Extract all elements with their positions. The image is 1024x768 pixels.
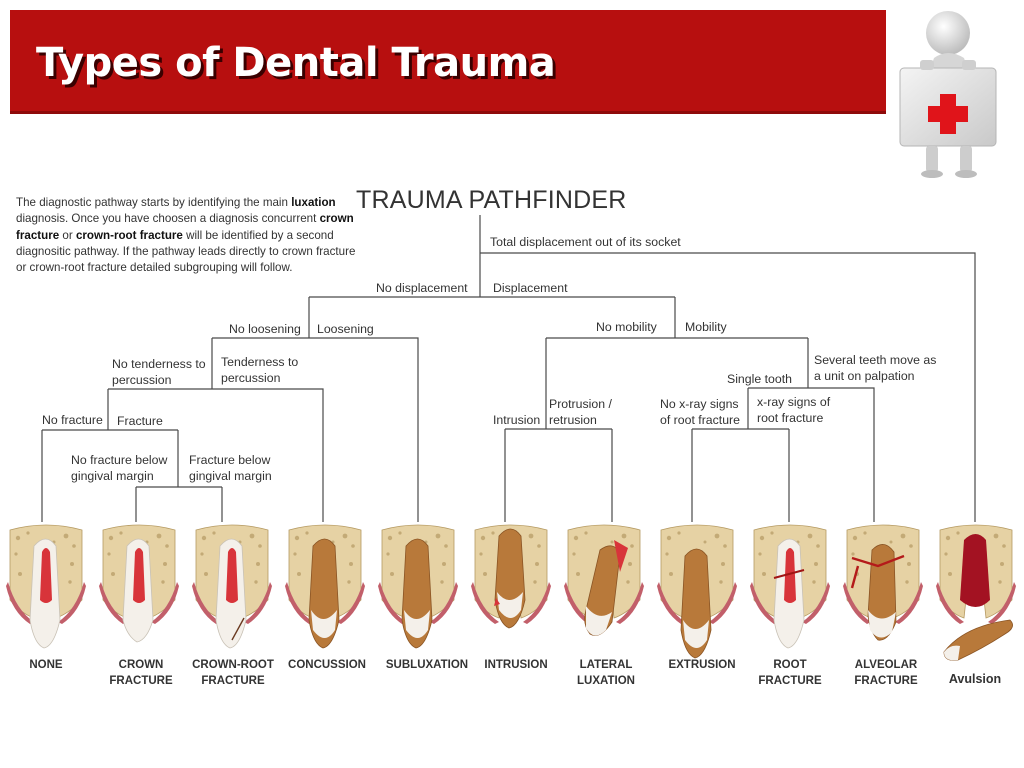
label-no-fracture: No fracture bbox=[42, 413, 103, 427]
label-no-loosening: No loosening bbox=[229, 322, 301, 336]
tooth-extrusion bbox=[656, 524, 738, 659]
tooth-crown-fracture bbox=[98, 524, 180, 643]
first-aid-kit-figure-icon bbox=[899, 11, 997, 178]
tooth-crown-root-fracture bbox=[191, 524, 273, 649]
label-no-mobility: No mobility bbox=[596, 320, 657, 334]
tooth-subluxation bbox=[377, 524, 459, 649]
outcome-subluxation: SUBLUXATION bbox=[385, 659, 469, 671]
label-mobility: Mobility bbox=[685, 320, 727, 334]
intro-text: The diagnostic pathway starts by identif… bbox=[16, 196, 356, 275]
outcome-intrusion: INTRUSION bbox=[484, 659, 548, 671]
pathfinder-title: TRAUMA PATHFINDER bbox=[356, 186, 627, 214]
tooth-lateral-luxation bbox=[563, 524, 645, 636]
title-banner: Types of Dental Trauma bbox=[10, 10, 886, 114]
tooth-none bbox=[5, 524, 87, 649]
label-no-displacement: No displacement bbox=[376, 281, 468, 295]
tooth-alveolar-fracture bbox=[842, 524, 924, 641]
outcome-extrusion: EXTRUSION bbox=[668, 659, 736, 671]
label-intrusion: Intrusion bbox=[493, 413, 541, 427]
outcome-avulsion: Avulsion bbox=[948, 672, 1002, 686]
slide-title: Types of Dental Trauma bbox=[36, 40, 556, 86]
outcome-concussion: CONCUSSION bbox=[288, 659, 366, 671]
label-displacement: Displacement bbox=[493, 281, 568, 295]
label-total-displacement: Total displacement out of its socket bbox=[490, 235, 681, 249]
tooth-root-fracture bbox=[749, 524, 831, 649]
tooth-avulsion bbox=[935, 524, 1017, 661]
label-protrusion: Protrusion /retrusion bbox=[549, 397, 612, 427]
label-single-tooth: Single tooth bbox=[727, 372, 792, 386]
label-loosening: Loosening bbox=[317, 322, 374, 336]
label-fracture: Fracture bbox=[117, 414, 163, 428]
tooth-concussion bbox=[284, 524, 366, 649]
tooth-intrusion bbox=[470, 524, 552, 629]
outcome-none: NONE bbox=[29, 659, 63, 671]
